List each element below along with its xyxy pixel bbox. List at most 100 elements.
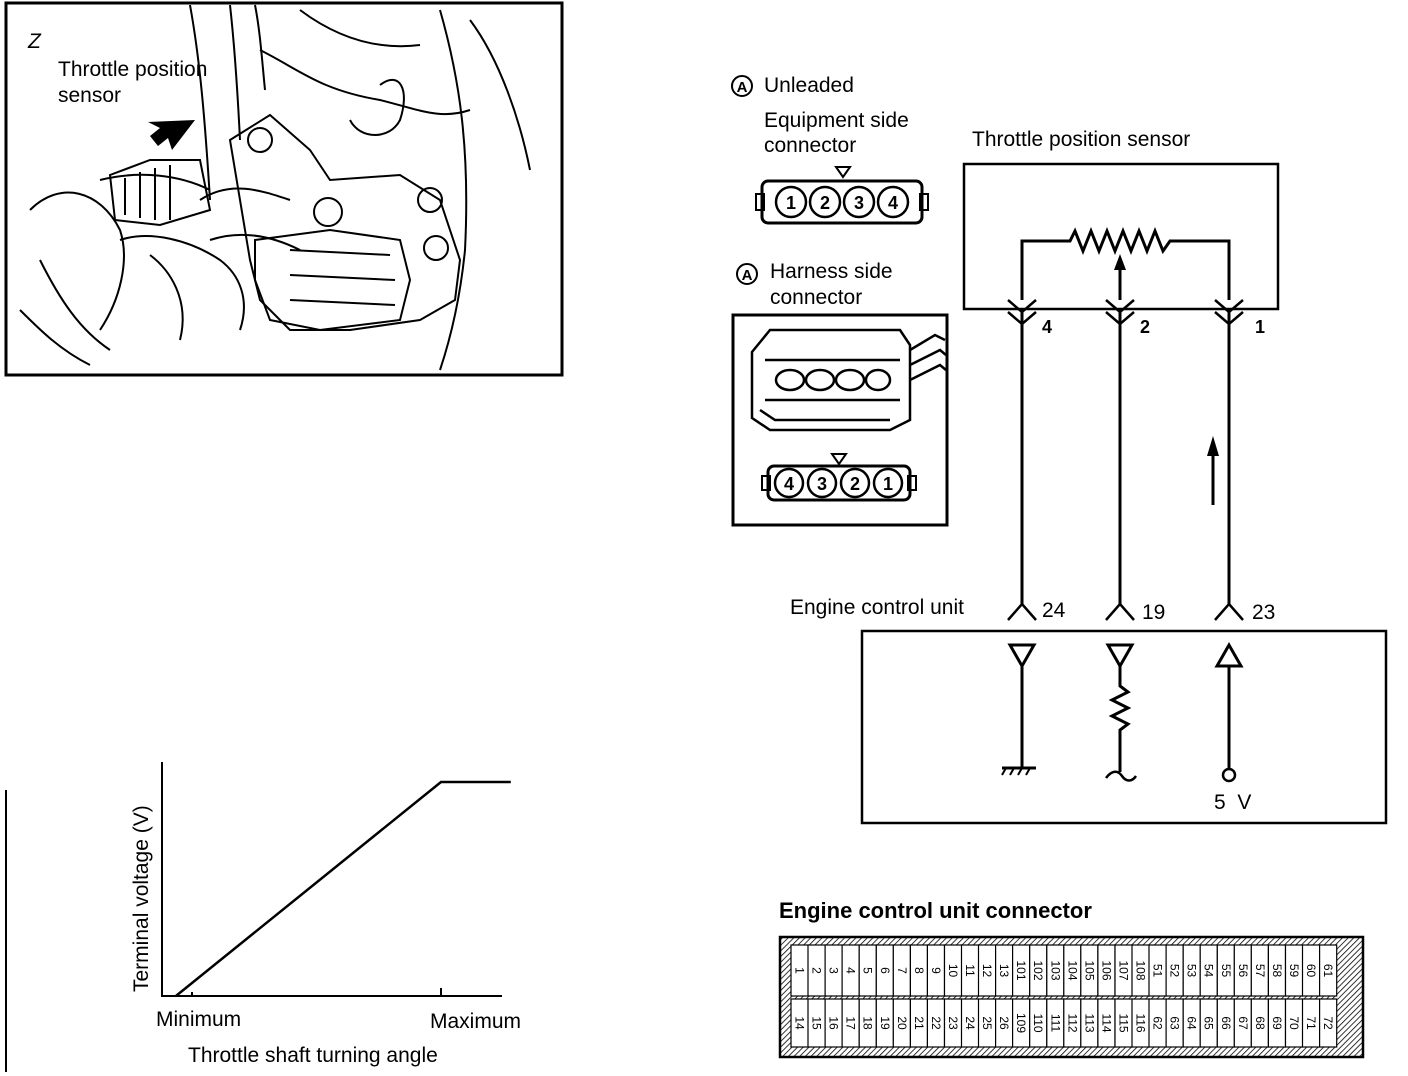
ecu-pin-number: 116 xyxy=(1134,1013,1148,1032)
ecu-pin-number: 55 xyxy=(1219,964,1233,978)
harness-pin-label: 4 xyxy=(784,474,794,494)
ecu-pin-number: 24 xyxy=(963,1016,977,1030)
current-arrow-head xyxy=(1207,436,1219,456)
harness-pin-label: 3 xyxy=(817,474,827,494)
badge-a-circle xyxy=(731,75,753,97)
wiper-arrow xyxy=(1114,254,1126,270)
ecu-pin-number: 7 xyxy=(895,967,909,974)
ecu-pin-number: 1 xyxy=(793,967,807,974)
illustration-frame xyxy=(4,1,564,377)
equipment-pin-1 xyxy=(774,185,808,219)
ecu-pin-cell-top xyxy=(1318,944,1338,997)
key-marker-triangle xyxy=(834,166,852,179)
ecu-pin-number: 103 xyxy=(1048,960,1062,980)
ecu-pin-number: 106 xyxy=(1099,960,1113,980)
badge-a-letter: A xyxy=(737,79,748,96)
ecu-pin-number: 107 xyxy=(1117,960,1131,980)
ecu-box xyxy=(860,629,1388,825)
sensor-pin-label: 2 xyxy=(1140,317,1150,337)
ecu-pin-number: 10 xyxy=(946,964,960,978)
ecu-pin-number: 53 xyxy=(1185,964,1199,978)
harness-pin-4 xyxy=(773,467,805,499)
potentiometer-resistor xyxy=(1020,226,1231,300)
equipment-pin-label: 4 xyxy=(888,193,898,213)
graph-series-line xyxy=(175,780,511,997)
ecu-pin-number: 4 xyxy=(844,967,858,974)
equipment-pin-4 xyxy=(876,185,910,219)
ecu-pin-number: 115 xyxy=(1117,1013,1131,1032)
ecu-pin-number: 61 xyxy=(1321,964,1335,978)
connector-latch-left xyxy=(761,475,771,491)
ecu-internal-circuit xyxy=(1001,641,1244,782)
ecu-pin-number: 52 xyxy=(1168,964,1182,978)
photo-sensor-label-line2: sensor xyxy=(58,84,121,107)
ecu-pin-number: 20 xyxy=(895,1016,909,1030)
ecu-connector-title: Engine control unit connector xyxy=(779,898,1092,923)
ecu-pin-number: 102 xyxy=(1031,960,1045,980)
engine-line-art xyxy=(19,4,531,371)
ecu-pin-number: 66 xyxy=(1219,1016,1233,1030)
ecu-pin-number: 19 xyxy=(878,1016,892,1030)
signal-input-triangle xyxy=(1105,643,1135,670)
ecu-pin-number: 101 xyxy=(1014,960,1028,980)
circuit-diagram: Throttle position sensor 4 2 1 xyxy=(790,128,1388,825)
harness-pin-label: 1 xyxy=(883,474,893,494)
graph-ticks xyxy=(191,988,442,996)
harness-side-connector-block: A Harness side connector 4 3 xyxy=(731,260,949,527)
ecu-pin-number: 22 xyxy=(929,1016,943,1030)
throttle-sensor-illustration: Z Throttle position sensor xyxy=(4,1,564,377)
ecu-pin-number: 3 xyxy=(827,967,841,974)
ecu-pin-number: 56 xyxy=(1236,964,1250,978)
equipment-side-label-line1: Equipment side xyxy=(764,109,909,132)
ecu-pull-resistor xyxy=(1108,666,1132,772)
key-marker-triangle xyxy=(830,453,848,466)
equipment-side-connector-block: A Unleaded Equipment side connector 1 2 … xyxy=(731,74,929,225)
signal-ground-symbol xyxy=(1105,770,1138,782)
equipment-side-label-line2: connector xyxy=(764,134,856,157)
harness-side-label-line1: Harness side xyxy=(770,260,893,283)
connector-latch-left xyxy=(755,193,765,211)
equipment-connector-housing xyxy=(760,179,924,225)
ecu-pin-number: 110 xyxy=(1031,1013,1045,1032)
graph-axes xyxy=(161,762,502,997)
ecu-pin-number: 9 xyxy=(929,967,943,974)
ecu-pin-number: 21 xyxy=(912,1016,926,1030)
ground-hatch xyxy=(1001,767,1031,776)
sensor-label: Throttle position sensor xyxy=(972,128,1190,151)
ecu-pin-number: 69 xyxy=(1270,1016,1284,1030)
graph-y-label: Terminal voltage (V) xyxy=(130,805,153,992)
harness-pin-3 xyxy=(806,467,838,499)
ecu-pin-number: 16 xyxy=(827,1016,841,1030)
ground-input-triangle xyxy=(1007,643,1037,670)
graph-x-min-label: Minimum xyxy=(156,1008,241,1031)
harness-connector-illustration xyxy=(750,328,947,432)
supply-output-triangle xyxy=(1214,641,1244,668)
ecu-pin-number: 65 xyxy=(1202,1016,1216,1030)
ecu-pin-number: 8 xyxy=(912,967,926,974)
ecu-pin-number: 70 xyxy=(1287,1016,1301,1030)
ecu-pin-number: 60 xyxy=(1304,964,1318,978)
ecu-pin-number: 6 xyxy=(878,967,892,974)
ecu-pin-number: 12 xyxy=(980,964,994,978)
equipment-pin-label: 2 xyxy=(820,193,830,213)
connector-latch-right xyxy=(907,475,917,491)
ecu-pin-number: 114 xyxy=(1099,1013,1113,1032)
ecu-pin-label: 23 xyxy=(1252,601,1275,624)
equipment-pin-row: 1 2 3 4 xyxy=(774,185,910,219)
ecu-pin-number: 71 xyxy=(1304,1016,1318,1030)
ecu-pin-number: 15 xyxy=(810,1016,824,1030)
ecu-chevron-23 xyxy=(1214,602,1244,621)
voltage-graph: Terminal voltage (V) Minimum Maximum Thr… xyxy=(5,762,521,1072)
ecu-connector-chevrons xyxy=(1007,602,1244,621)
ecu-pin-number: 72 xyxy=(1321,1016,1335,1030)
ecu-pin-number: 67 xyxy=(1236,1016,1250,1030)
ecu-pin-number: 64 xyxy=(1185,1016,1199,1030)
ecu-pin-number: 51 xyxy=(1151,964,1165,978)
ecu-pin-number: 23 xyxy=(946,1016,960,1030)
sensor-box xyxy=(962,162,1280,311)
supply-voltage-label: 5 V xyxy=(1214,791,1251,814)
ecu-pin-number: 63 xyxy=(1168,1016,1182,1030)
ecu-pin-cell-bottom xyxy=(1318,998,1338,1048)
ecu-pin-number: 112 xyxy=(1065,1013,1079,1032)
